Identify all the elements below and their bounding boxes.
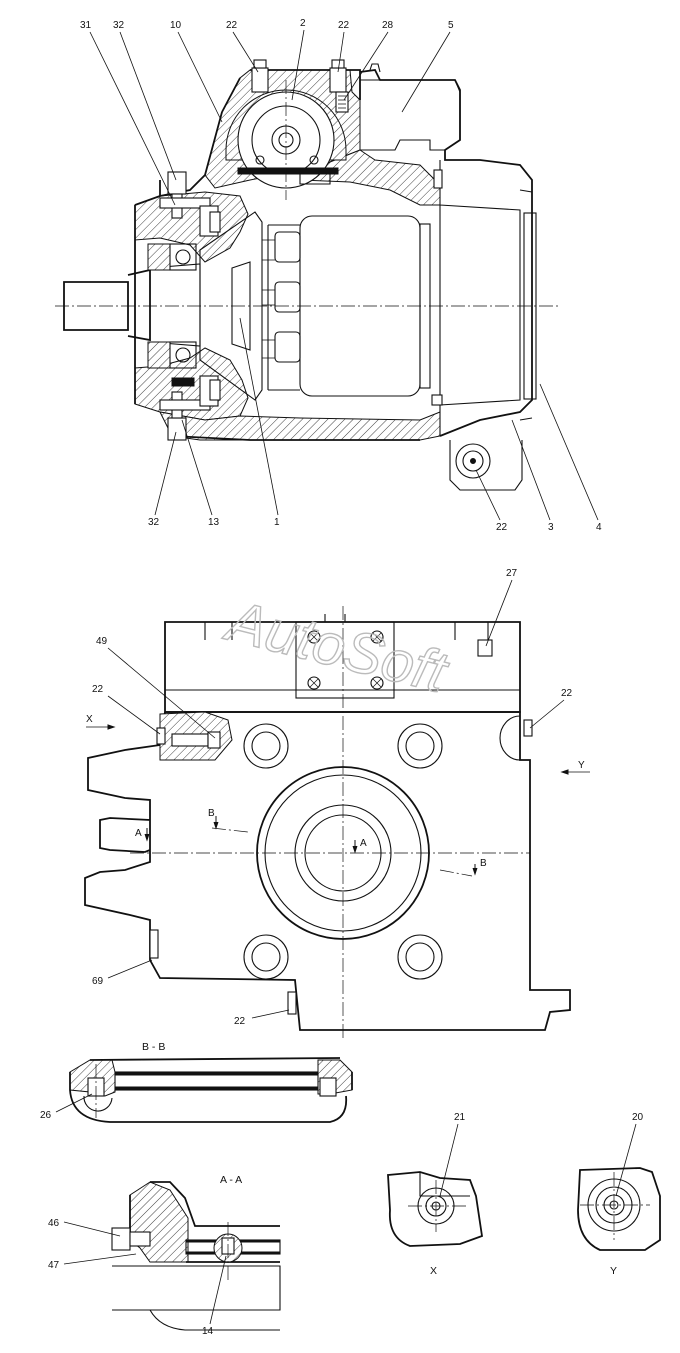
front-bearing-lower xyxy=(147,341,171,369)
callout-26: 26 xyxy=(40,1110,52,1121)
front-callouts: 27 49 22 22 X Y B A A B 69 22 xyxy=(86,568,585,1027)
cut-label-a: A xyxy=(135,828,142,839)
end-cover xyxy=(439,160,533,436)
callout-22: 22 xyxy=(496,522,508,533)
callout-14: 14 xyxy=(202,1326,214,1337)
watermark: AutoSoft xyxy=(218,588,455,706)
plug-22-left xyxy=(251,67,269,93)
callout-32: 32 xyxy=(113,20,125,31)
front-bearing-upper xyxy=(147,243,171,271)
view-y-outline xyxy=(577,1167,661,1251)
view-x: X 21 xyxy=(387,1112,483,1277)
section-aa-title: A - A xyxy=(220,1174,242,1186)
stop-screw-lower xyxy=(167,417,187,441)
top-callouts: 31 32 10 22 2 22 28 5 32 13 1 22 3 4 xyxy=(80,18,602,533)
view-x-title: X xyxy=(430,1265,437,1277)
view-y-title: Y xyxy=(610,1265,617,1277)
callout-21: 21 xyxy=(454,1112,466,1123)
drive-shaft xyxy=(63,268,151,342)
longitudinal-section-view xyxy=(55,59,560,491)
callout-22: 22 xyxy=(234,1016,246,1027)
direction-y: Y xyxy=(578,760,585,771)
cut-label-a: A xyxy=(360,838,367,849)
callout-4: 4 xyxy=(596,522,602,533)
view-y: Y 20 xyxy=(577,1112,661,1277)
swash-plate xyxy=(199,211,263,401)
view-x-outline xyxy=(387,1171,483,1247)
stop-screw-upper xyxy=(167,171,187,195)
cut-label-b: B xyxy=(208,808,215,819)
aa-housing-wall xyxy=(129,1181,189,1263)
callout-13: 13 xyxy=(208,517,220,528)
section-aa-view: A - A 46 47 14 xyxy=(48,1174,281,1337)
callout-31: 31 xyxy=(80,20,92,31)
direction-x: X xyxy=(86,714,93,725)
callout-5: 5 xyxy=(448,20,454,31)
callout-22: 22 xyxy=(92,684,104,695)
callout-69: 69 xyxy=(92,976,104,987)
callout-3: 3 xyxy=(548,522,554,533)
callout-46: 46 xyxy=(48,1218,60,1229)
front-view xyxy=(84,606,590,1040)
lower-port-boss xyxy=(449,440,523,491)
control-module xyxy=(360,79,461,151)
callout-2: 2 xyxy=(300,18,306,29)
cut-label-b: B xyxy=(480,858,487,869)
section-bb-title: B - B xyxy=(142,1041,165,1053)
callout-22: 22 xyxy=(561,688,573,699)
callout-47: 47 xyxy=(48,1260,60,1271)
callout-27: 27 xyxy=(506,568,518,579)
housing-front-wall xyxy=(134,191,249,263)
front-body-main xyxy=(84,711,571,1031)
callout-22: 22 xyxy=(338,20,350,31)
callout-20: 20 xyxy=(632,1112,644,1123)
housing-outline xyxy=(134,69,533,441)
callout-32: 32 xyxy=(148,517,160,528)
callout-1: 1 xyxy=(274,517,280,528)
callout-22: 22 xyxy=(226,20,238,31)
callout-49: 49 xyxy=(96,636,108,647)
callout-10: 10 xyxy=(170,20,182,31)
section-bb-view: B - B 26 xyxy=(40,1041,353,1123)
callout-28: 28 xyxy=(382,20,394,31)
